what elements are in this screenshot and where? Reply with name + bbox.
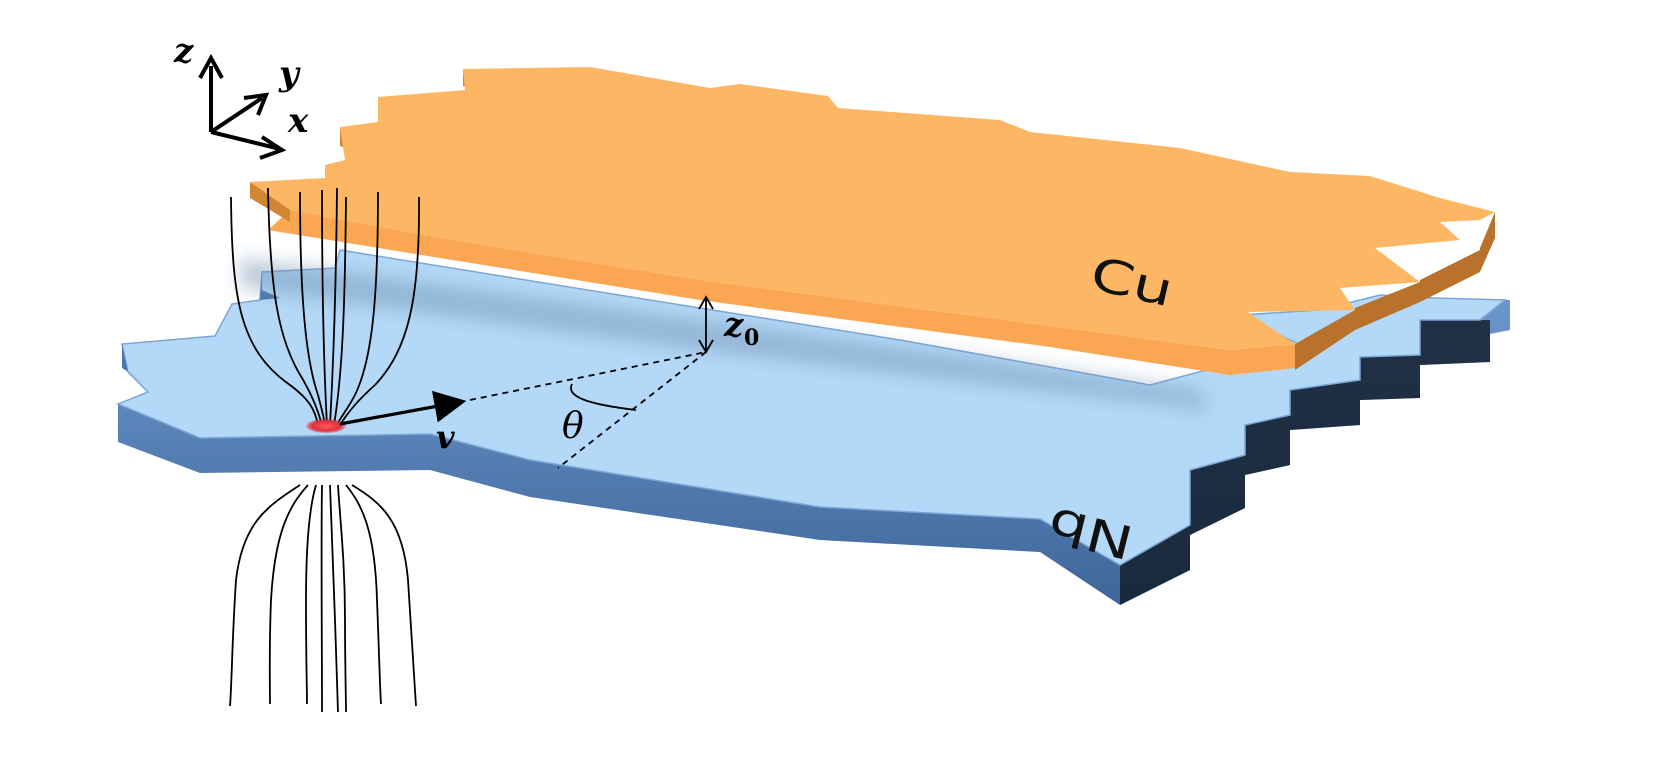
velocity-label: v: [436, 418, 455, 456]
x-axis-label: x: [287, 101, 309, 141]
nb-film-notch: [260, 272, 280, 300]
vortex-core: [306, 419, 346, 433]
cu-film-front-side: [268, 210, 1295, 375]
nb-film-dark-side: [1120, 320, 1490, 605]
field-line-upper-7: [336, 191, 379, 426]
nb-film: [116, 249, 1510, 605]
velocity-arrow: [339, 390, 467, 426]
y-axis-head: [243, 92, 270, 116]
nb-film-side: [118, 300, 1510, 605]
z-axis-head: [198, 53, 224, 79]
field-line-upper-2: [267, 187, 323, 426]
field-line-lower-2: [268, 484, 309, 705]
cu-shadow: [240, 258, 1210, 410]
cu-film-right-side: [1295, 212, 1495, 370]
y-axis: [209, 96, 264, 134]
field-line-upper-8: [339, 196, 420, 426]
field-line-lower-7: [345, 484, 382, 705]
field-line-upper-6: [333, 196, 347, 426]
field-line-upper-4: [321, 189, 328, 426]
x-axis: [210, 130, 281, 151]
separation-arrow-bottom-head: [698, 339, 714, 354]
y-axis-label: y: [278, 54, 301, 94]
reference-dashed-line: [557, 351, 707, 469]
separation-arrow-top-head: [698, 295, 714, 310]
angle-label: θ: [562, 406, 584, 447]
field-line-lower-6: [337, 484, 347, 713]
coordinate-axes: [198, 53, 287, 160]
field-line-upper-3: [299, 191, 326, 426]
field-lines: [229, 187, 420, 713]
field-line-lower-1: [229, 484, 301, 707]
field-line-upper-5: [329, 187, 338, 426]
separation-label: z: [723, 305, 744, 345]
separation-subscript: 0: [744, 325, 759, 351]
cu-film: [250, 67, 1495, 375]
field-line-upper-1: [230, 196, 319, 426]
field-line-lower-3: [305, 484, 317, 705]
field-line-lower-5: [329, 484, 339, 713]
cu-film-top: [250, 67, 1495, 350]
x-axis-head: [259, 135, 287, 160]
angle-arc: [570, 383, 637, 411]
z-axis-label: z: [173, 31, 194, 71]
field-line-lower-8: [351, 484, 417, 707]
velocity-dashed-line: [469, 351, 707, 401]
